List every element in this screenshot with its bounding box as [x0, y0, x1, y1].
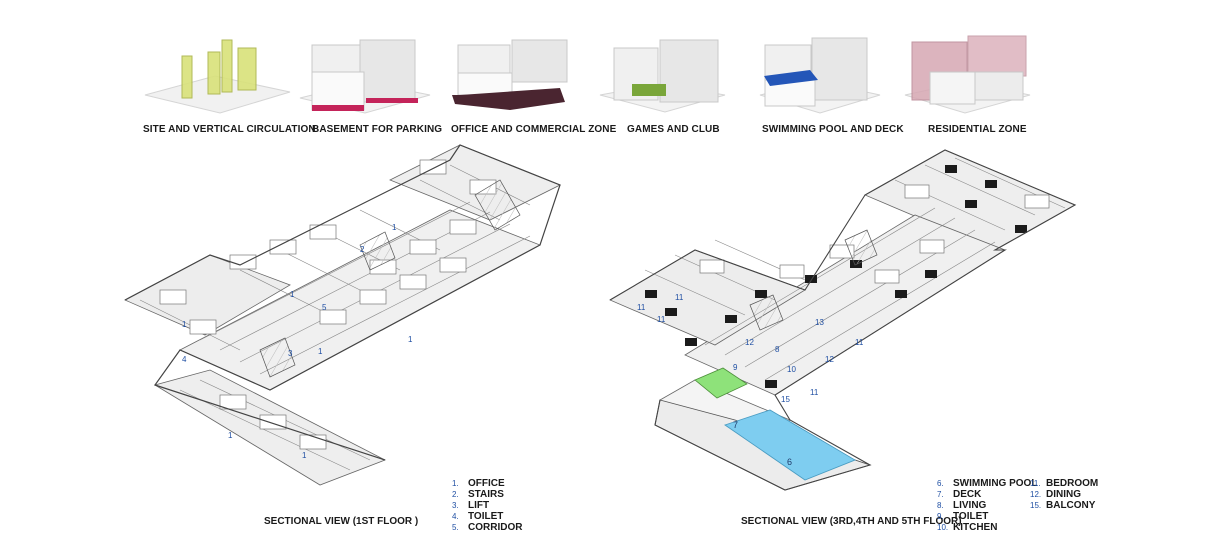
- legend-item: 9.TOILET: [937, 511, 989, 522]
- room-label: 11: [637, 303, 646, 312]
- room-label: 12: [745, 338, 754, 347]
- first-floor-caption: SECTIONAL VIEW (1ST FLOOR ): [264, 516, 419, 527]
- thumbnail-basement: [299, 39, 431, 114]
- upper-floor-caption: SECTIONAL VIEW (3RD,4TH AND 5TH FLOOR): [741, 516, 962, 527]
- legend-item: 1.OFFICE: [452, 478, 505, 489]
- room-label: 12: [825, 355, 834, 364]
- thumbnail-residential: [904, 35, 1031, 114]
- legend-item: 11.BEDROOM: [1030, 478, 1099, 489]
- thumbnail-caption-office: OFFICE AND COMMERCIAL ZONE: [451, 124, 617, 135]
- room-label: 5: [322, 303, 327, 312]
- room-label: 1: [290, 290, 295, 299]
- legend-item: 5.CORRIDOR: [452, 522, 523, 533]
- thumbnail-row: [144, 35, 1031, 114]
- legend-item: 2.STAIRS: [452, 489, 504, 500]
- room-label: 11: [675, 293, 684, 302]
- first-floor-plan: 1 1 1 1 2 3 4 5 1 1 1: [124, 144, 561, 486]
- thumbnail-site: [144, 39, 291, 114]
- thumbnail-caption-games: GAMES AND CLUB: [627, 124, 720, 135]
- room-label: 9: [733, 363, 738, 372]
- upper-floor-legend-col2: 11.BEDROOM 12.DINING 15.BALCONY: [1030, 478, 1098, 511]
- room-label: 15: [781, 395, 790, 404]
- thumbnail-pool: [759, 37, 881, 114]
- room-label: 2: [360, 245, 365, 254]
- thumbnail-office: [452, 39, 568, 110]
- legend-item: 7.DECK: [937, 489, 982, 500]
- room-label: 11: [810, 388, 819, 397]
- room-label: 1: [318, 347, 323, 356]
- thumbnail-caption-pool: SWIMMING POOL AND DECK: [762, 124, 904, 135]
- room-label: 1: [302, 451, 307, 460]
- room-label: 10: [787, 365, 796, 374]
- thumbnail-caption-residential: RESIDENTIAL ZONE: [928, 124, 1027, 135]
- room-label: 13: [815, 318, 824, 327]
- room-label: 1: [182, 320, 187, 329]
- legend-item: 3.LIFT: [452, 500, 490, 511]
- room-label: 6: [787, 457, 792, 467]
- room-label: 1: [408, 335, 413, 344]
- thumbnail-games: [599, 39, 726, 113]
- legend-item: 15.BALCONY: [1030, 500, 1096, 511]
- room-label: 1: [228, 431, 233, 440]
- thumbnail-caption-basement: BASEMENT FOR PARKING: [312, 124, 443, 135]
- upper-floor-plan: 11 11 11 12 13 8 9 10 12 11 15 11 7 6: [609, 149, 1077, 491]
- room-label: 4: [182, 355, 187, 364]
- first-floor-legend: 1.OFFICE 2.STAIRS 3.LIFT 4.TOILET 5.CORR…: [452, 478, 522, 533]
- upper-floor-legend-col1: 6.SWIMMING POOL 7.DECK 8.LIVING 9.TOILET…: [937, 478, 1037, 533]
- room-label: 3: [288, 349, 293, 358]
- legend-item: 8.LIVING: [937, 500, 987, 511]
- room-label: 7: [733, 420, 738, 430]
- room-label: 11: [657, 315, 666, 324]
- legend-item: 12.DINING: [1030, 489, 1081, 500]
- legend-item: 4.TOILET: [452, 511, 504, 522]
- room-label: 8: [775, 345, 780, 354]
- legend-item: 10.KITCHEN: [937, 522, 998, 533]
- thumbnail-caption-site: SITE AND VERTICAL CIRCULATION: [143, 124, 316, 135]
- legend-item: 6.SWIMMING POOL: [937, 478, 1038, 489]
- room-label: 1: [392, 223, 397, 232]
- room-label: 11: [855, 338, 864, 347]
